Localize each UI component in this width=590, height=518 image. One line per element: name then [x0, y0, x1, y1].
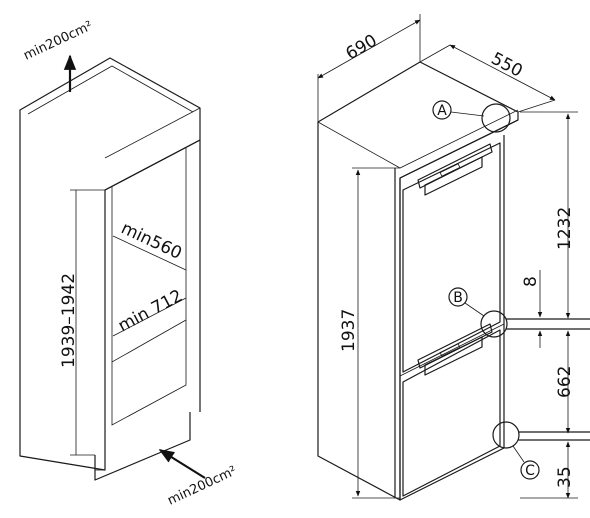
callout-c-badge	[520, 460, 540, 480]
callout-b-badge	[448, 287, 468, 307]
bottom-vent-label: min200cm²	[165, 464, 239, 509]
cabinet-front-edge	[104, 139, 201, 412]
upper-section-label: 1232	[555, 207, 575, 250]
niche-depth-dimline	[112, 297, 187, 337]
callout-a-leader	[450, 111, 485, 117]
lower-bracket-slot	[439, 343, 461, 357]
callout-c-leader	[512, 445, 525, 463]
depth-dimline	[449, 44, 556, 101]
bottom-offset-label: 35	[555, 466, 575, 488]
cabinet-niche-drawing: min200cm² min200cm² 1939–1942 min560 min…	[19, 19, 239, 509]
callout-c-label: C	[525, 463, 535, 479]
gap-bar	[506, 318, 590, 330]
bottom-vent-arrow	[158, 449, 206, 479]
callout-a-circle	[481, 103, 511, 133]
niche-depth-label: min 712	[115, 286, 186, 336]
depth-ext-right	[517, 99, 556, 113]
upper-bracket-plate	[424, 156, 483, 196]
niche-width-label: min560	[118, 218, 185, 263]
front-face	[399, 135, 505, 501]
width-dimline	[317, 19, 421, 79]
appliance-top-edge	[317, 109, 519, 169]
cabinet-top-panel	[104, 107, 201, 159]
niche-width-dimline	[112, 235, 187, 271]
niche-back	[111, 148, 187, 363]
gap-label: 8	[521, 276, 541, 287]
callout-b-circle	[480, 310, 508, 338]
callout-c-circle	[492, 421, 520, 449]
plinth	[94, 412, 191, 481]
width-label: 690	[343, 31, 381, 65]
depth-ext-left	[419, 44, 451, 63]
niche-height-label: 1939–1942	[59, 273, 79, 368]
top-vent-label: min200cm²	[21, 19, 95, 64]
door-gap	[399, 323, 505, 377]
lower-door	[402, 329, 501, 497]
appliance-top-front	[399, 119, 519, 179]
callout-b-label: B	[453, 290, 463, 306]
cabinet-top-inner	[27, 65, 194, 115]
lower-bracket-plate	[424, 336, 483, 376]
niche-lower	[111, 320, 187, 426]
upper-door	[402, 142, 501, 373]
upper-bracket-slot	[439, 163, 461, 177]
lower-section-label: 662	[555, 366, 575, 398]
bottom-bar	[518, 431, 590, 441]
callout-a-badge	[432, 100, 452, 120]
lower-bracket-top	[417, 323, 493, 369]
appliance-side	[317, 61, 519, 501]
upper-bracket-top	[417, 143, 493, 189]
depth-label: 550	[488, 49, 526, 82]
height-label: 1937	[339, 309, 359, 352]
callout-a-label: A	[437, 103, 447, 119]
callout-b-leader	[464, 302, 485, 317]
appliance-drawing: A B C 690 550 1937 1232 8	[317, 14, 590, 501]
